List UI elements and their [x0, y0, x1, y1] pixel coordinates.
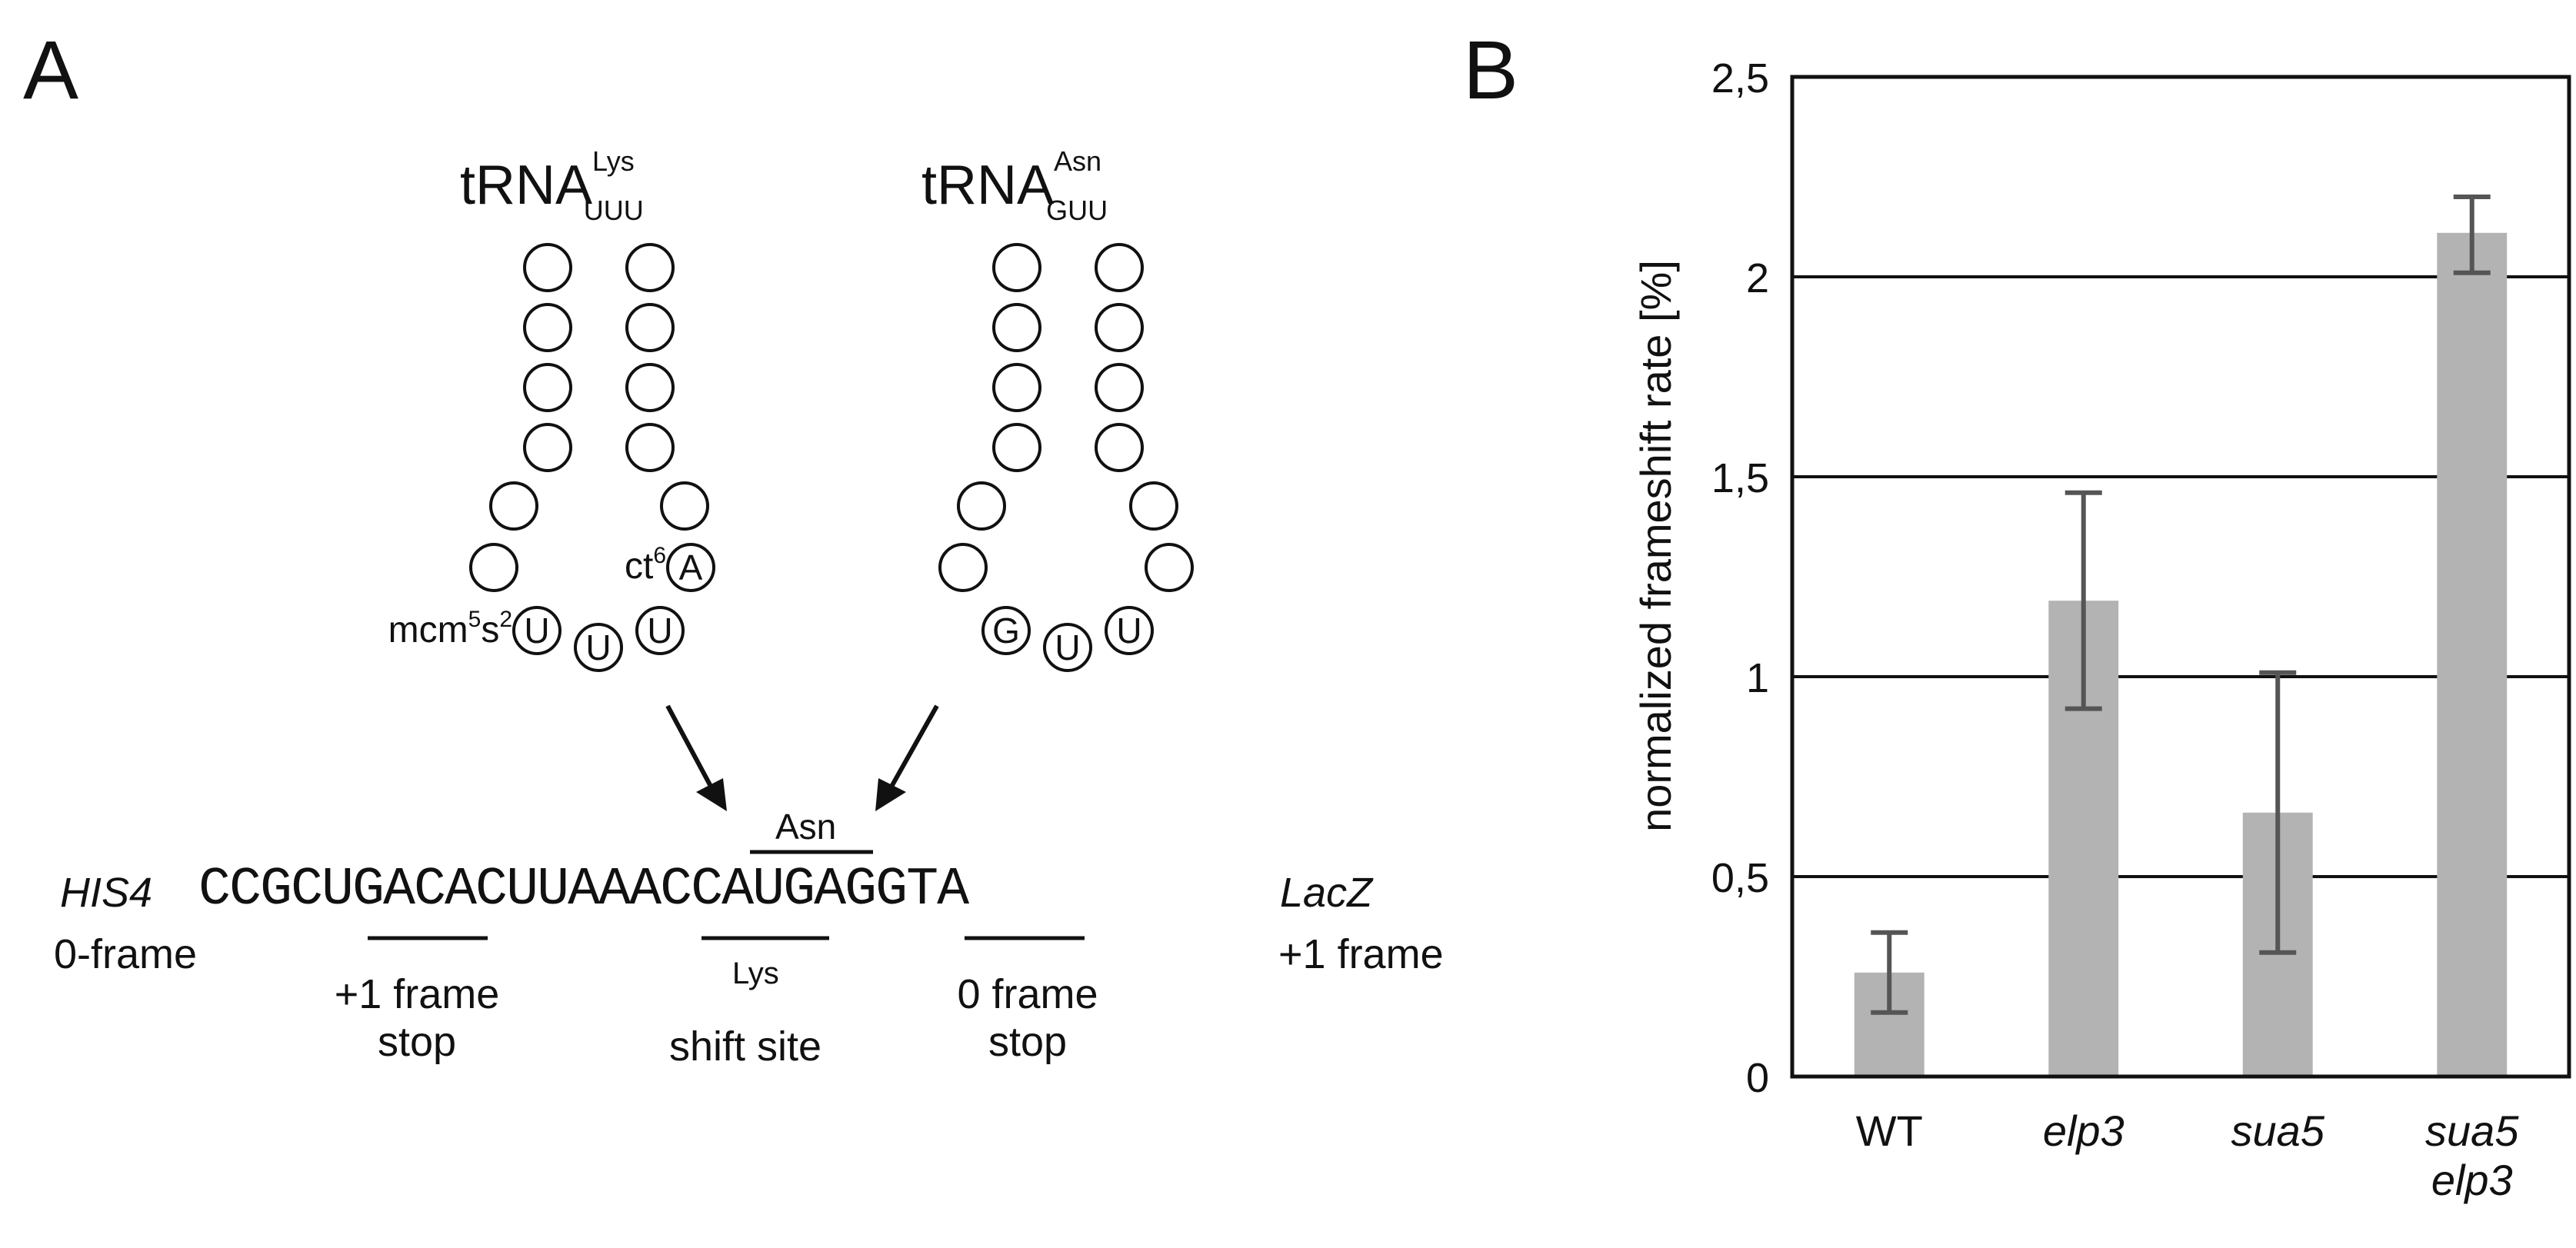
stop1-line2: stop — [377, 1019, 457, 1065]
stop1-line1: +1 frame — [334, 971, 500, 1017]
trna-lys-anticodon-3: U — [647, 611, 672, 651]
trna-asn-loop — [938, 481, 1194, 592]
trna-asn-anticodon-3: U — [1116, 611, 1141, 651]
trna-asn-sup: Asn — [1054, 145, 1102, 177]
stop1-label: +1 frame stop — [302, 970, 532, 1066]
frame-right-label: +1 frame — [1278, 931, 1444, 977]
trna-lys-anticodon-2: U — [585, 627, 611, 667]
error-bar — [1871, 930, 1908, 1015]
trna-lys-a-letter: A — [679, 547, 703, 587]
sequence-text: CCGCUGACACUUAAACCAUGAGGTA — [198, 860, 969, 920]
y-tick-label: 1,5 — [1711, 455, 1769, 501]
error-bar — [2259, 670, 2297, 955]
error-bar — [2453, 195, 2491, 275]
shift-site-label: shift site — [669, 1023, 822, 1070]
stop2-line2: stop — [988, 1019, 1068, 1065]
trna-lys-sup: Lys — [592, 145, 635, 177]
trna-lys-anticodon-1: U — [524, 611, 549, 651]
trna-asn-sub: GUU — [1046, 195, 1108, 227]
arrow-asn — [875, 704, 939, 811]
trna-asn-base: tRNA — [921, 155, 1055, 216]
panel-a-letter: A — [23, 23, 79, 116]
x-tick-label: elp3 — [2043, 1107, 2124, 1155]
y-tick-label: 2,5 — [1711, 55, 1769, 102]
gene-left-label: HIS4 — [60, 870, 153, 916]
arrow-lys — [665, 704, 727, 811]
asn-label: Asn — [775, 807, 837, 847]
y-tick-label: 0 — [1746, 1055, 1769, 1101]
x-tick-label: sua5 — [2425, 1107, 2519, 1155]
ct6-label: ct6 — [625, 543, 666, 587]
trna-diagram: A U U U G U U mcm5s2 ct6 — [368, 243, 1194, 940]
trna-lys-sub: UUU — [583, 195, 644, 227]
plot-frame — [1790, 75, 2571, 1079]
y-tick-label: 1 — [1746, 655, 1769, 701]
trna-lys-base: tRNA — [460, 155, 593, 216]
trna-asn-stem-left — [992, 243, 1041, 472]
lys-label: Lys — [732, 957, 779, 990]
trna-lys-loop — [469, 481, 709, 592]
trna-asn-anticodon-1: G — [992, 611, 1020, 651]
mcm5s2-label: mcm5s2 — [388, 607, 512, 651]
trna-asn-stem-right — [1095, 243, 1144, 472]
bar — [2437, 232, 2508, 1077]
trna-asn-anticodon-2: U — [1055, 627, 1080, 667]
gene-right-label: LacZ — [1280, 870, 1373, 916]
y-tick-label: 0,5 — [1711, 855, 1769, 901]
trna-lys-stem-left — [523, 243, 572, 472]
trna-lys-a-circle — [666, 543, 715, 592]
frame-left-label: 0-frame — [54, 931, 198, 977]
x-tick-label: WT — [1856, 1107, 1923, 1155]
y-tick-label: 2 — [1746, 255, 1769, 301]
trna-lys-title: tRNALysUUU — [460, 145, 695, 226]
stop2-line1: 0 frame — [957, 971, 1098, 1017]
stop2-label: 0 frame stop — [912, 970, 1143, 1066]
x-tick-label: sua5 — [2231, 1107, 2325, 1155]
x-tick-label: elp3 — [2431, 1156, 2513, 1204]
y-axis-label: normalized frameshift rate [%] — [1631, 260, 1680, 832]
trna-lys-stem-right — [625, 243, 675, 472]
trna-asn-title: tRNAAsnGUU — [921, 145, 1163, 226]
panel-b-letter: B — [1463, 23, 1519, 116]
error-bar — [2064, 490, 2102, 711]
